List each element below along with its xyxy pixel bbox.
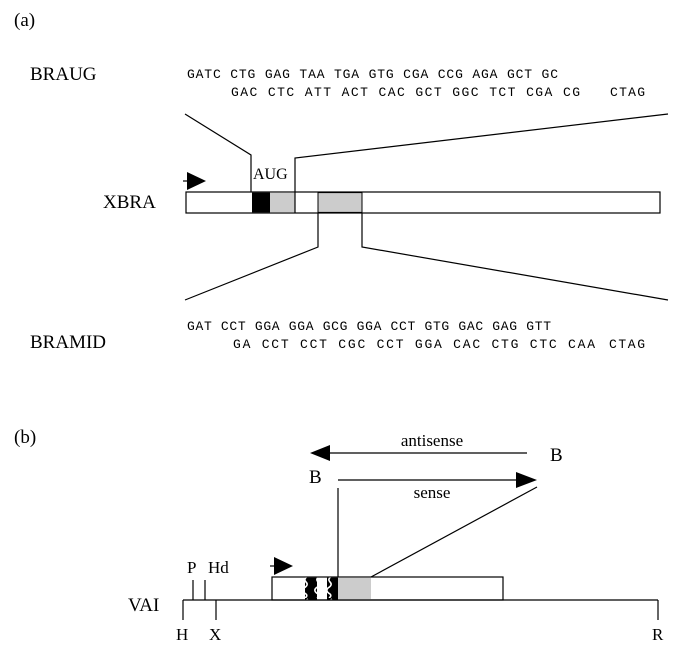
antisense-arrow — [310, 445, 527, 461]
vai-baseline — [182, 580, 659, 620]
braug-zoom-lines — [184, 113, 669, 192]
antisense-label: antisense — [401, 431, 463, 450]
bramid-bottom-tail: CTAG — [609, 337, 645, 352]
bramid-zoom-lines — [184, 213, 669, 301]
patterned-region-1 — [305, 577, 317, 600]
promoter-arrow-b — [270, 557, 293, 575]
site-p: P — [187, 558, 196, 577]
sense-arrow — [338, 472, 537, 488]
bramid-top-sequence: GAT CCT GGA GGA GCG GGA CCT GTG GAC GAG … — [187, 319, 551, 334]
vai-construct — [271, 576, 504, 601]
braug-bottom-tail: CTAG — [610, 85, 645, 100]
b-site-right: B — [550, 445, 563, 466]
braug-label: BRAUG — [30, 64, 97, 85]
b-site-left: B — [309, 467, 322, 488]
panel-a-label: (a) — [14, 10, 35, 31]
site-x: X — [209, 625, 221, 644]
aug-label: AUG — [253, 166, 288, 183]
site-h: H — [176, 625, 188, 644]
promoter-arrow-a — [183, 172, 206, 190]
site-r: R — [652, 625, 664, 644]
patterned-region-2 — [327, 577, 338, 600]
grey-region — [338, 577, 371, 600]
bramid-label: BRAMID — [30, 332, 106, 353]
insert-lines — [337, 486, 538, 578]
sense-label: sense — [414, 483, 451, 502]
aug-region-black — [252, 192, 270, 213]
panel-b-label: (b) — [14, 427, 36, 448]
xbra-construct — [185, 191, 661, 214]
vai-label: VAI — [128, 595, 159, 616]
braug-bottom-sequence: GAC CTC ATT ACT CAC GCT GGC TCT CGA CG — [231, 85, 580, 100]
xbra-label: XBRA — [103, 192, 156, 213]
mid-region-grey — [317, 192, 363, 213]
braug-top-sequence: GATC CTG GAG TAA TGA GTG CGA CCG AGA GCT… — [187, 67, 558, 82]
aug-region-grey — [270, 192, 295, 213]
site-hd: Hd — [208, 558, 229, 577]
bramid-bottom-sequence: GA CCT CCT CGC CCT GGA CAC CTG CTC CAA — [233, 337, 595, 352]
